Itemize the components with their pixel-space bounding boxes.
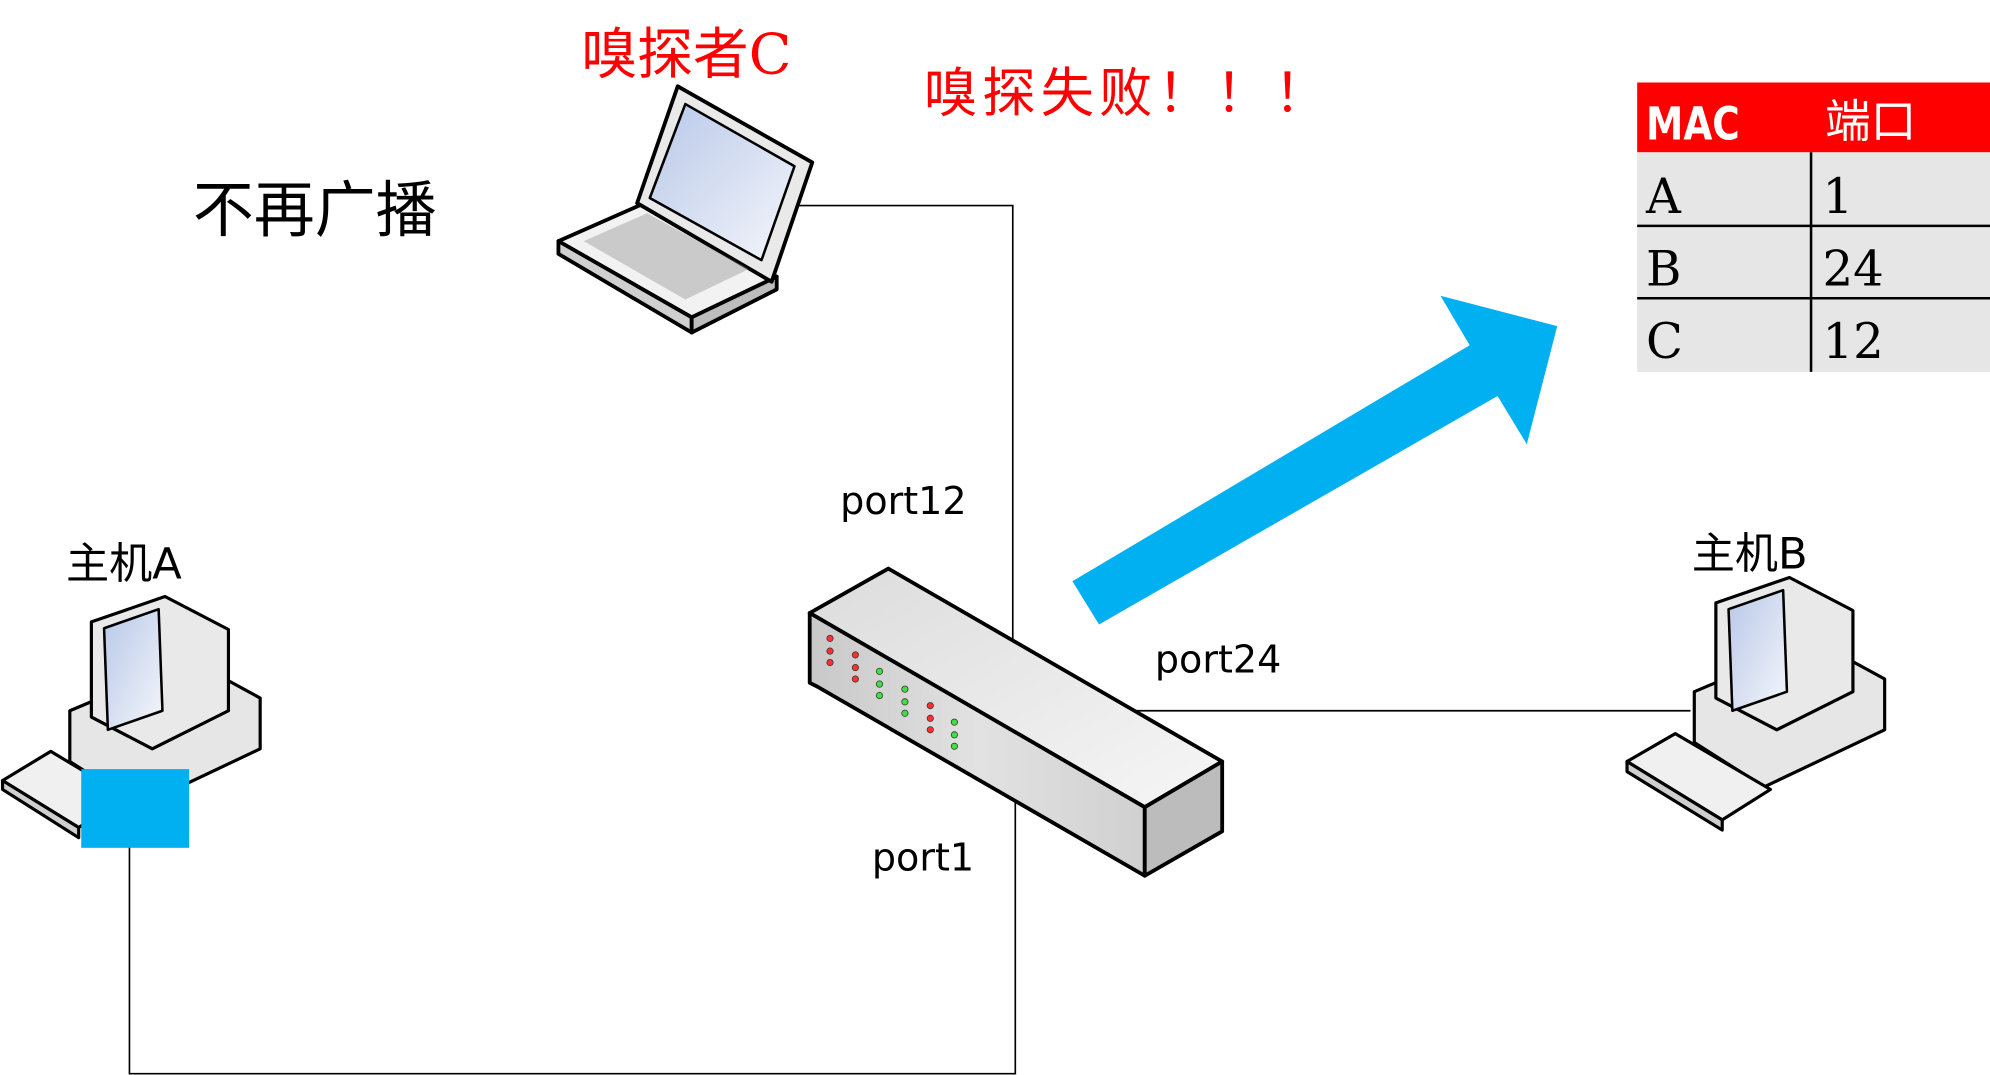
cell-mac: A <box>1645 169 1682 225</box>
switch-icon <box>807 566 1225 878</box>
header-port: 端口 <box>1825 95 1916 148</box>
sniff-failed-label: 嗅探失败！！！ <box>924 63 1333 125</box>
direction-arrow <box>1072 295 1558 625</box>
cell-mac: C <box>1646 314 1683 370</box>
port1-label: port1 <box>872 836 974 880</box>
sniffer-label: 嗅探者C <box>581 23 791 88</box>
table-row: C 12 <box>1646 314 1884 370</box>
laptop-icon <box>556 84 815 335</box>
table-row: B 24 <box>1646 242 1884 298</box>
cell-mac: B <box>1646 242 1681 298</box>
table-body <box>1637 152 1990 372</box>
status-leds <box>826 634 958 750</box>
cell-port: 1 <box>1822 169 1853 225</box>
header-mac: MAC <box>1646 97 1740 151</box>
host-a-highlight <box>81 769 190 848</box>
cell-port: 12 <box>1822 314 1883 370</box>
cable-port12 <box>789 204 1014 660</box>
host-b-label: 主机B <box>1692 530 1808 580</box>
host-a-label: 主机A <box>66 540 182 590</box>
table-row: A 1 <box>1645 169 1853 225</box>
table-header <box>1637 82 1990 153</box>
no-broadcast-label: 不再广播 <box>193 175 437 246</box>
mac-address-table: MAC 端口 A 1 B 24 C 12 <box>1637 82 1990 372</box>
port12-label: port12 <box>840 479 966 523</box>
cable-port1 <box>128 786 1017 1075</box>
host-b-computer-icon <box>1625 575 1887 832</box>
port24-label: port24 <box>1155 638 1281 682</box>
cell-port: 24 <box>1822 242 1883 298</box>
